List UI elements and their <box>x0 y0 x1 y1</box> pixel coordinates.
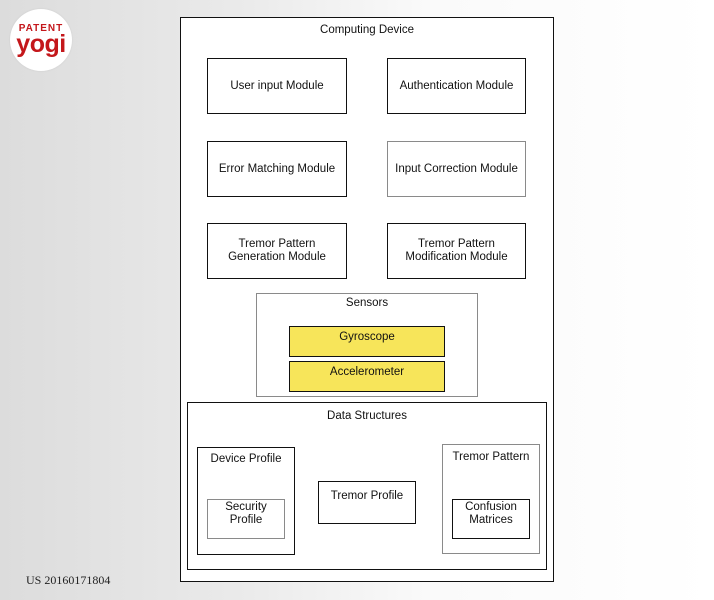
patent-number: US 20160171804 <box>26 573 110 588</box>
sensors-title: Sensors <box>256 297 478 310</box>
authentication-module: Authentication Module <box>387 58 526 114</box>
gyroscope-box: Gyroscope <box>289 326 445 357</box>
user-input-module: User input Module <box>207 58 347 114</box>
tremor-profile-box: Tremor Profile <box>318 481 416 524</box>
tremor-pattern-modification-module: Tremor Pattern Modification Module <box>387 223 526 279</box>
data-structures-title: Data Structures <box>187 410 547 423</box>
logo-text-bottom: yogi <box>10 30 72 59</box>
tremor-pattern-generation-module: Tremor Pattern Generation Module <box>207 223 347 279</box>
device-profile-title: Device Profile <box>197 453 295 466</box>
accelerometer-box: Accelerometer <box>289 361 445 392</box>
confusion-matrices-box: Confusion Matrices <box>452 499 530 539</box>
tremor-pattern-title: Tremor Pattern <box>442 451 540 464</box>
error-matching-module: Error Matching Module <box>207 141 347 197</box>
computing-device-title: Computing Device <box>180 24 554 37</box>
security-profile-box: Security Profile <box>207 499 285 539</box>
input-correction-module: Input Correction Module <box>387 141 526 197</box>
